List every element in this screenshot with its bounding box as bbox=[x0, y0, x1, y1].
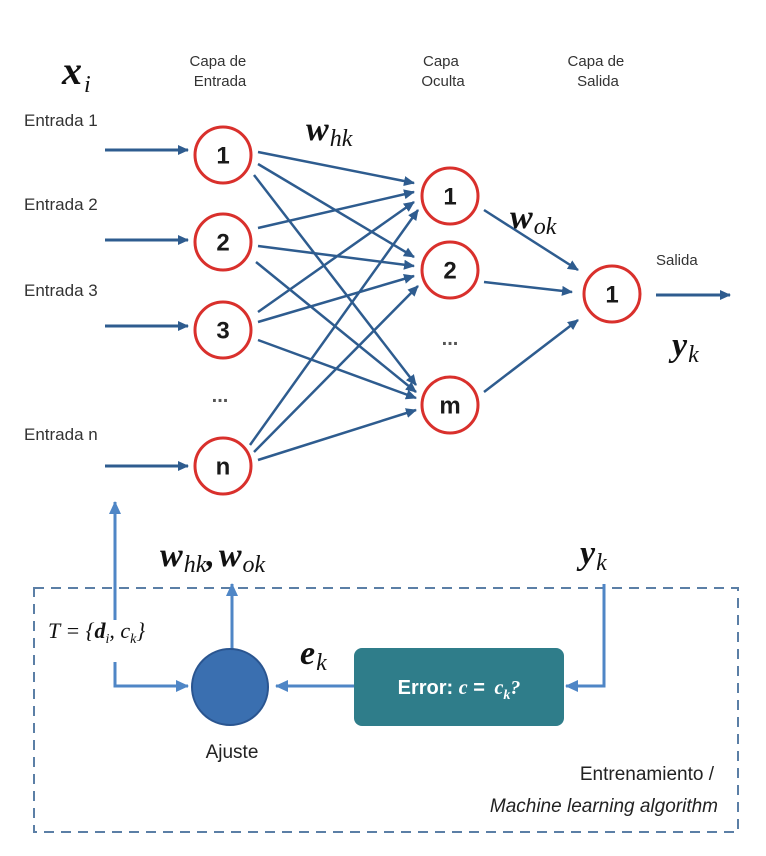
svg-text:n: n bbox=[216, 454, 231, 481]
input-node-2: 2 bbox=[193, 212, 253, 272]
svg-text:1: 1 bbox=[605, 282, 618, 309]
hidden-output-connections bbox=[483, 208, 579, 393]
svg-text:2: 2 bbox=[443, 258, 456, 285]
error-check-box: Error: c = ck? bbox=[354, 648, 564, 726]
hidden-layer-title: Capa Oculta bbox=[421, 53, 465, 90]
feedback-lines bbox=[109, 501, 606, 692]
hidden-node-m: m bbox=[420, 375, 480, 435]
output-layer-title: Capa de Salida bbox=[568, 53, 629, 90]
training-caption-line2: Machine learning algorithm bbox=[490, 796, 718, 817]
svg-text:m: m bbox=[439, 393, 460, 420]
adjust-label: Ajuste bbox=[206, 742, 259, 763]
hidden-layer-nodes: 1 2 ... m bbox=[420, 166, 480, 435]
input-node-n: n bbox=[193, 436, 253, 496]
training-caption-line1: Entrenamiento / bbox=[580, 764, 715, 785]
input-label-3: Entrada 3 bbox=[24, 281, 98, 300]
weights-update-label: whk,wok bbox=[160, 537, 266, 578]
input-label-n: Entrada n bbox=[24, 425, 98, 444]
input-symbol: xi bbox=[61, 48, 91, 98]
output-label: Salida bbox=[656, 252, 698, 269]
weight-label-ok: wok bbox=[510, 199, 557, 240]
feedback-symbol: yk bbox=[576, 535, 607, 576]
target-set-label: T = {di, ck} bbox=[48, 618, 145, 647]
error-signal-label: ek bbox=[300, 635, 327, 676]
target-to-adjust-arrow bbox=[113, 662, 189, 692]
svg-text:2: 2 bbox=[216, 230, 229, 257]
weight-label-hk: whk bbox=[306, 111, 353, 152]
input-label-2: Entrada 2 bbox=[24, 195, 98, 214]
input-node-3: 3 bbox=[193, 300, 253, 360]
training-region bbox=[33, 587, 739, 833]
error-check-text: Error: c = ck? bbox=[398, 677, 521, 703]
hidden-node-2: 2 bbox=[420, 240, 480, 300]
hidden-node-1: 1 bbox=[420, 166, 480, 226]
input-ellipsis: ... bbox=[212, 385, 229, 407]
output-symbol: yk bbox=[668, 327, 699, 368]
input-node-1: 1 bbox=[193, 125, 253, 185]
input-layer-nodes: 1 2 3 ... n bbox=[193, 125, 253, 496]
svg-text:3: 3 bbox=[216, 318, 229, 345]
output-node-1: 1 bbox=[582, 264, 642, 324]
adjust-node: Ajuste bbox=[191, 648, 269, 763]
input-hidden-connections bbox=[248, 150, 420, 462]
input-label-1: Entrada 1 bbox=[24, 111, 98, 130]
output-feedback-arrow bbox=[565, 584, 606, 692]
svg-text:1: 1 bbox=[216, 143, 229, 170]
input-layer-title: Capa de Entrada bbox=[190, 53, 251, 90]
svg-text:1: 1 bbox=[443, 184, 456, 211]
input-arrows bbox=[105, 145, 189, 471]
hidden-ellipsis: ... bbox=[442, 328, 459, 350]
